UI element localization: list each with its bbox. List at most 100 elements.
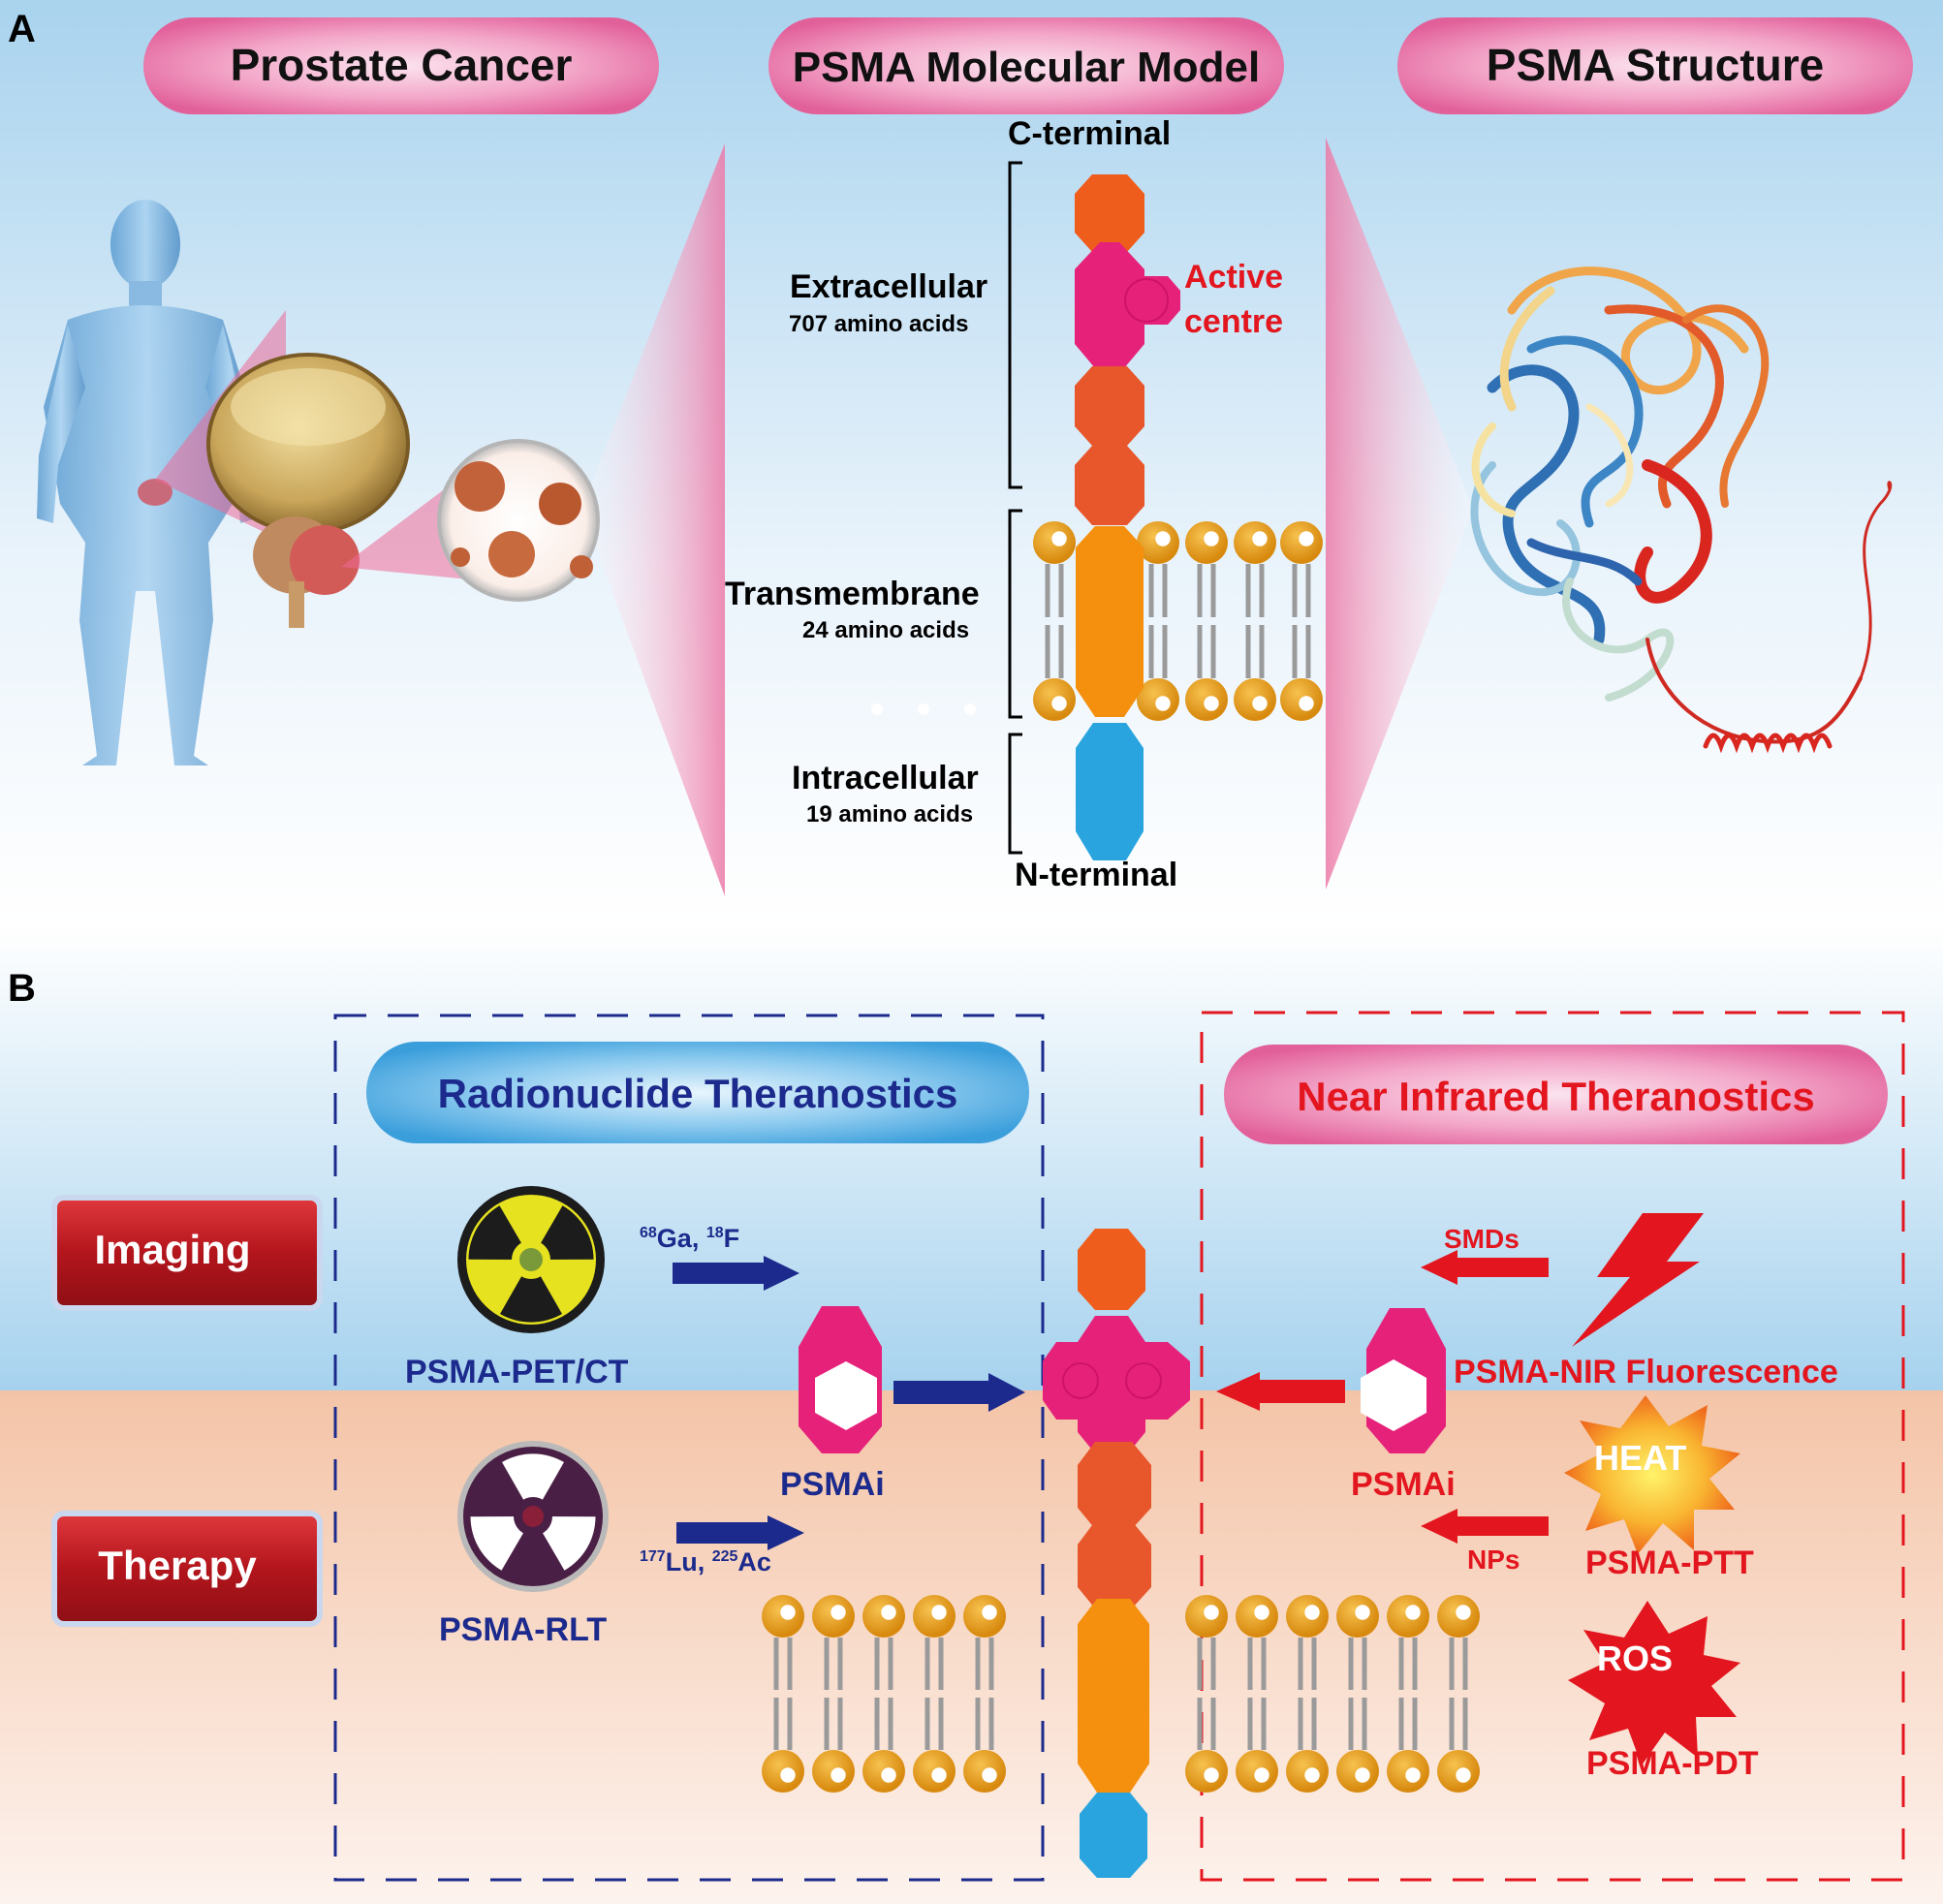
psma-ribbon-structure (1470, 266, 1893, 754)
b-active-pocket-left (1062, 1362, 1099, 1399)
c-terminal-label: C-terminal (1008, 115, 1172, 152)
pill-nir (1224, 1045, 1888, 1144)
isotope-mass-f: 18 (705, 1225, 724, 1241)
lipid-highlight (982, 1767, 997, 1783)
lipid-tail (1298, 1638, 1317, 1690)
bracket-extracellular (1008, 161, 1022, 489)
nir-fluorescence-label: PSMA-NIR Fluorescence (1454, 1354, 1838, 1390)
lipid-tail (1148, 625, 1168, 678)
intracellular-label: Intracellular (792, 760, 979, 796)
tumor-cells-magnifier (437, 439, 600, 602)
lipid-highlight (1254, 1767, 1269, 1783)
therapy-button-label[interactable]: Therapy (98, 1543, 257, 1588)
bracket-intracellular (1008, 733, 1022, 855)
nps-label: NPs (1467, 1545, 1520, 1575)
intracellular-count: 19 amino acids (806, 801, 974, 827)
bladder-prostate-illustration (206, 353, 410, 628)
domain-extracellular-2 (1075, 366, 1144, 446)
lipid-tail (975, 1698, 994, 1750)
heat-label: HEAT (1594, 1438, 1687, 1478)
pdt-label: PSMA-PDT (1586, 1745, 1759, 1782)
lipid-highlight (1155, 531, 1171, 546)
radionuclide-title: Radionuclide Theranostics (437, 1071, 958, 1116)
lipid-highlight (1204, 696, 1219, 711)
lipid-highlight (881, 1605, 896, 1620)
isotope-lu: Lu, (665, 1547, 712, 1576)
arrow-imaging-navy (673, 1256, 799, 1291)
lipid-tail (1298, 1698, 1317, 1750)
arrow-therapy-navy (676, 1515, 804, 1550)
dot (871, 703, 883, 715)
pet-ct-label: PSMA-PET/CT (405, 1354, 629, 1390)
lipid-highlight (1405, 1767, 1421, 1783)
lipid-tail (1292, 625, 1311, 678)
lipid-tail (1045, 564, 1064, 617)
header-pill-molecular-model (768, 17, 1284, 114)
arrow-psmai-navy (893, 1373, 1025, 1412)
lipid-highlight (1304, 1767, 1320, 1783)
lipid-tail (924, 1638, 944, 1690)
isotope-ac: Ac (737, 1547, 771, 1576)
radiation-icon-purple (457, 1441, 609, 1592)
b-active-pocket-right (1125, 1362, 1162, 1399)
dot (964, 703, 976, 715)
therapy-isotopes-label: 177Lu, 225Ac (640, 1547, 771, 1577)
dot (918, 703, 929, 715)
header-pill-structure (1397, 17, 1913, 114)
imaging-isotopes-label: 68Ga, 18F (640, 1224, 740, 1254)
imaging-button-label[interactable]: Imaging (94, 1227, 251, 1272)
extracellular-count: 707 amino acids (789, 311, 969, 337)
lipid-tail (1045, 625, 1064, 678)
lipid-tail (1245, 564, 1265, 617)
heat-burst-icon (1564, 1395, 1740, 1554)
psmai-ligand-right (1361, 1308, 1446, 1453)
lipid-tail (773, 1638, 793, 1690)
lipid-highlight (780, 1605, 796, 1620)
lipid-highlight (830, 1767, 846, 1783)
lipid-tail (1348, 1698, 1367, 1750)
panel-letter-a: A (8, 8, 36, 50)
lipid-highlight (1304, 1605, 1320, 1620)
isotope-f: F (723, 1224, 740, 1253)
lipid-highlight (1355, 1767, 1370, 1783)
nir-title: Near Infrared Theranostics (1297, 1074, 1815, 1119)
domain-extracellular-3 (1075, 446, 1144, 525)
lipid-highlight (1252, 531, 1268, 546)
lipid-tail (1197, 625, 1216, 678)
active-centre-label-2: centre (1184, 303, 1284, 340)
imaging-button (51, 1195, 323, 1311)
lipid-highlight (1299, 531, 1314, 546)
rlt-label: PSMA-RLT (439, 1611, 608, 1648)
radiation-icon-yellow (457, 1186, 605, 1333)
membrane-bilayer-a (1033, 521, 1323, 721)
lipid-highlight (931, 1605, 947, 1620)
isotope-mass-lu: 177 (640, 1548, 666, 1565)
psmai-left-label: PSMAi (780, 1466, 885, 1503)
panel-letter-b: B (8, 967, 36, 1010)
arrow-nps-red (1421, 1509, 1549, 1544)
lipid-highlight (1155, 696, 1171, 711)
lipid-highlight (1051, 696, 1067, 711)
lipid-highlight (830, 1605, 846, 1620)
lipid-highlight (1252, 696, 1268, 711)
active-centre-label-1: Active (1184, 259, 1284, 296)
isotope-mass-ac: 225 (711, 1548, 738, 1565)
lipid-tail (1247, 1698, 1267, 1750)
isotope-ga: Ga, (656, 1224, 706, 1253)
pill-radionuclide (366, 1042, 1029, 1143)
psmai-ligand-left (799, 1306, 882, 1453)
b-domain-transmembrane (1078, 1599, 1149, 1793)
lipid-highlight (1204, 1767, 1219, 1783)
domain-extracellular-1 (1075, 174, 1144, 252)
lipid-tail (824, 1698, 843, 1750)
lipid-tail (1348, 1638, 1367, 1690)
funnel-right (1326, 138, 1473, 890)
header-pill-prostate-cancer (143, 17, 659, 114)
arrow-smds-red (1421, 1250, 1549, 1285)
lipid-tail (924, 1698, 944, 1750)
lipid-tail (1247, 1638, 1267, 1690)
lipid-tail (1245, 625, 1265, 678)
lipid-highlight (1456, 1767, 1471, 1783)
lipid-highlight (1204, 531, 1219, 546)
ros-label: ROS (1597, 1639, 1674, 1678)
